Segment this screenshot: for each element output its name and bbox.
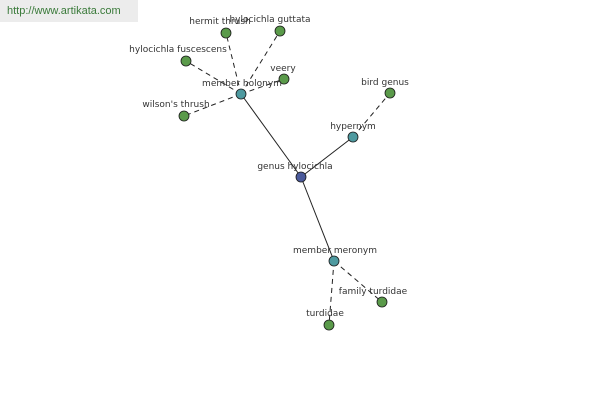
edge-meronym-familyturdidae xyxy=(333,260,383,303)
label-familyturdidae: family turdidae xyxy=(339,287,408,297)
edge-holonym-wilsons xyxy=(183,93,242,117)
label-fuscescens: hylocichla fuscescens xyxy=(129,45,227,55)
edge-meronym-turdidae xyxy=(328,260,335,326)
node-birdgenus xyxy=(384,87,396,99)
label-holonym: member holonym xyxy=(202,79,282,89)
watermark-url: http://www.artikata.com xyxy=(0,0,138,22)
edge-genus-holonym xyxy=(240,93,302,178)
node-holonym xyxy=(235,88,247,100)
node-guttata xyxy=(274,25,286,37)
label-meronym: member meronym xyxy=(293,246,377,256)
node-wilsons xyxy=(178,110,190,122)
edge-holonym-guttata xyxy=(240,30,281,95)
edge-genus-meronym xyxy=(300,176,335,262)
graph-nodes xyxy=(178,25,396,331)
edge-genus-hypernym xyxy=(300,136,354,178)
edge-holonym-veery xyxy=(240,78,285,95)
label-wilsons: wilson's thrush xyxy=(142,100,209,110)
node-veery xyxy=(278,73,290,85)
label-birdgenus: bird genus xyxy=(361,78,409,88)
label-hypernym: hypernym xyxy=(330,122,376,132)
node-genus xyxy=(295,171,307,183)
label-genus: genus hylocichla xyxy=(257,162,332,172)
label-hermit: hermit thrush xyxy=(189,17,250,27)
node-meronym xyxy=(328,255,340,267)
label-veery: veery xyxy=(270,64,296,74)
node-familyturdidae xyxy=(376,296,388,308)
label-turdidae: turdidae xyxy=(306,309,344,319)
edge-holonym-hermit xyxy=(225,32,242,95)
label-guttata: hylocichla guttata xyxy=(229,15,310,25)
node-hypernym xyxy=(347,131,359,143)
graph-labels: genus hylocichla member holonym hypernym me… xyxy=(129,15,409,319)
node-turdidae xyxy=(323,319,335,331)
edge-holonym-fuscescens xyxy=(185,60,242,95)
graph-edges xyxy=(183,30,391,326)
node-hermit xyxy=(220,27,232,39)
edge-hypernym-birdgenus xyxy=(352,92,391,138)
node-fuscescens xyxy=(180,55,192,67)
